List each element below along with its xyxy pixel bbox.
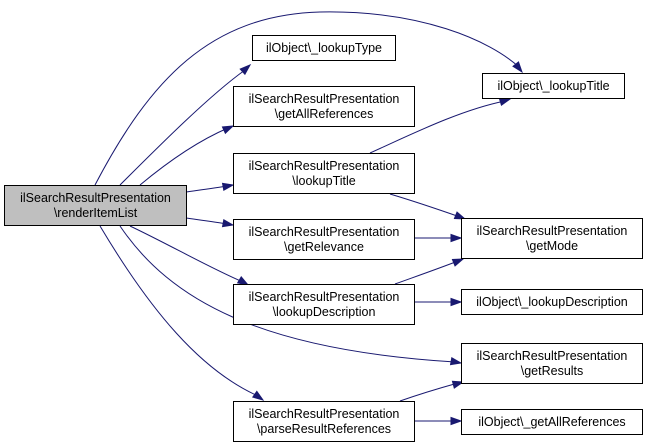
node-lookup-type-label: ilObject\_lookupType	[266, 41, 382, 55]
node-lookup-description-line2: \lookupDescription	[273, 305, 376, 319]
edge-line	[139, 127, 229, 186]
arrowhead-icon	[239, 63, 252, 76]
node-get-all-references-line1: ilSearchResultPresentation	[249, 92, 400, 106]
edge-lookupTitle-to-objLookupTitle	[369, 97, 512, 154]
node-obj-lookup-title[interactable]: ilObject\_lookupTitle	[482, 73, 625, 99]
node-lookup-title[interactable]: ilSearchResultPresentation \lookupTitle	[233, 153, 415, 194]
node-lookup-description[interactable]: ilSearchResultPresentation \lookupDescri…	[233, 284, 415, 325]
edge-root-to-lookupTitle	[185, 182, 235, 193]
edge-line	[185, 185, 228, 193]
node-obj-lookup-description-label: ilObject\_lookupDescription	[476, 295, 628, 309]
node-get-relevance[interactable]: ilSearchResultPresentation \getRelevance	[233, 219, 415, 260]
node-get-relevance-line2: \getRelevance	[284, 240, 364, 254]
edge-lookupDescription-to-getMode	[394, 258, 465, 285]
arrowhead-icon	[251, 390, 265, 401]
arrowhead-icon	[221, 182, 235, 192]
arrowhead-icon	[449, 356, 463, 366]
arrowhead-icon	[451, 380, 465, 389]
edge-line	[389, 193, 461, 218]
edge-line	[369, 100, 506, 154]
edge-line	[399, 382, 459, 402]
node-get-mode-line2: \getMode	[526, 239, 578, 253]
edge-root-to-lookupDescription	[129, 225, 250, 286]
arrowhead-icon	[453, 211, 467, 220]
arrowhead-icon	[450, 233, 463, 243]
edge-line	[94, 11, 521, 186]
node-obj-get-all-references[interactable]: ilObject\_getAllReferences	[461, 409, 643, 435]
arrowhead-icon	[512, 61, 523, 74]
node-get-all-references-line2: \getAllReferences	[275, 107, 374, 121]
node-obj-lookup-description[interactable]: ilObject\_lookupDescription	[461, 289, 643, 315]
node-render-item-list[interactable]: ilSearchResultPresentation \renderItemLi…	[4, 185, 187, 226]
edges-layer	[94, 11, 523, 426]
node-lookup-description-line1: ilSearchResultPresentation	[249, 290, 400, 304]
node-lookup-type[interactable]: ilObject\_lookupType	[252, 35, 396, 61]
node-get-relevance-line1: ilSearchResultPresentation	[249, 225, 400, 239]
node-obj-get-all-references-label: ilObject\_getAllReferences	[478, 415, 625, 429]
edge-root-to-parseResultReferences	[99, 225, 265, 401]
node-get-mode[interactable]: ilSearchResultPresentation \getMode	[461, 218, 643, 259]
edge-root-to-objLookupTitle	[94, 11, 523, 186]
node-get-all-references[interactable]: ilSearchResultPresentation \getAllRefere…	[233, 86, 415, 127]
edge-line	[129, 225, 244, 283]
edge-parseResultReferences-to-getResults	[399, 380, 465, 402]
node-render-item-list-line2: \renderItemList	[54, 206, 138, 220]
edge-parseResultReferences-to-objGetAllReferences	[413, 416, 463, 426]
node-parse-result-references-line1: ilSearchResultPresentation	[249, 407, 400, 421]
edge-lookupDescription-to-objLookupDescription	[414, 297, 463, 307]
arrowhead-icon	[450, 416, 463, 426]
edge-line	[99, 225, 259, 397]
edge-lookupTitle-to-getMode	[389, 193, 467, 220]
edge-root-to-getRelevance	[185, 217, 235, 228]
edge-line	[119, 69, 246, 186]
node-lookup-title-line2: \lookupTitle	[292, 174, 356, 188]
node-get-mode-line1: ilSearchResultPresentation	[477, 224, 628, 238]
arrowhead-icon	[498, 97, 512, 107]
arrowhead-icon	[236, 275, 250, 286]
arrowhead-icon	[450, 297, 463, 307]
node-get-results[interactable]: ilSearchResultPresentation \getResults	[461, 343, 643, 384]
node-obj-lookup-title-label: ilObject\_lookupTitle	[497, 79, 609, 93]
edge-line	[185, 217, 228, 225]
node-render-item-list-line1: ilSearchResultPresentation	[20, 191, 171, 205]
node-get-results-line1: ilSearchResultPresentation	[477, 349, 628, 363]
edge-getRelevance-to-getMode	[413, 233, 463, 243]
node-parse-result-references[interactable]: ilSearchResultPresentation \parseResultR…	[233, 401, 415, 442]
node-get-results-line2: \getResults	[521, 364, 584, 378]
node-lookup-title-line1: ilSearchResultPresentation	[249, 159, 400, 173]
arrowhead-icon	[221, 218, 235, 228]
arrowhead-icon	[221, 125, 235, 135]
arrowhead-icon	[451, 258, 465, 267]
edge-root-to-getAllReferences	[139, 125, 235, 186]
edge-root-to-lookupType	[119, 63, 252, 186]
edge-line	[394, 260, 459, 285]
node-parse-result-references-line2: \parseResultReferences	[257, 422, 391, 436]
